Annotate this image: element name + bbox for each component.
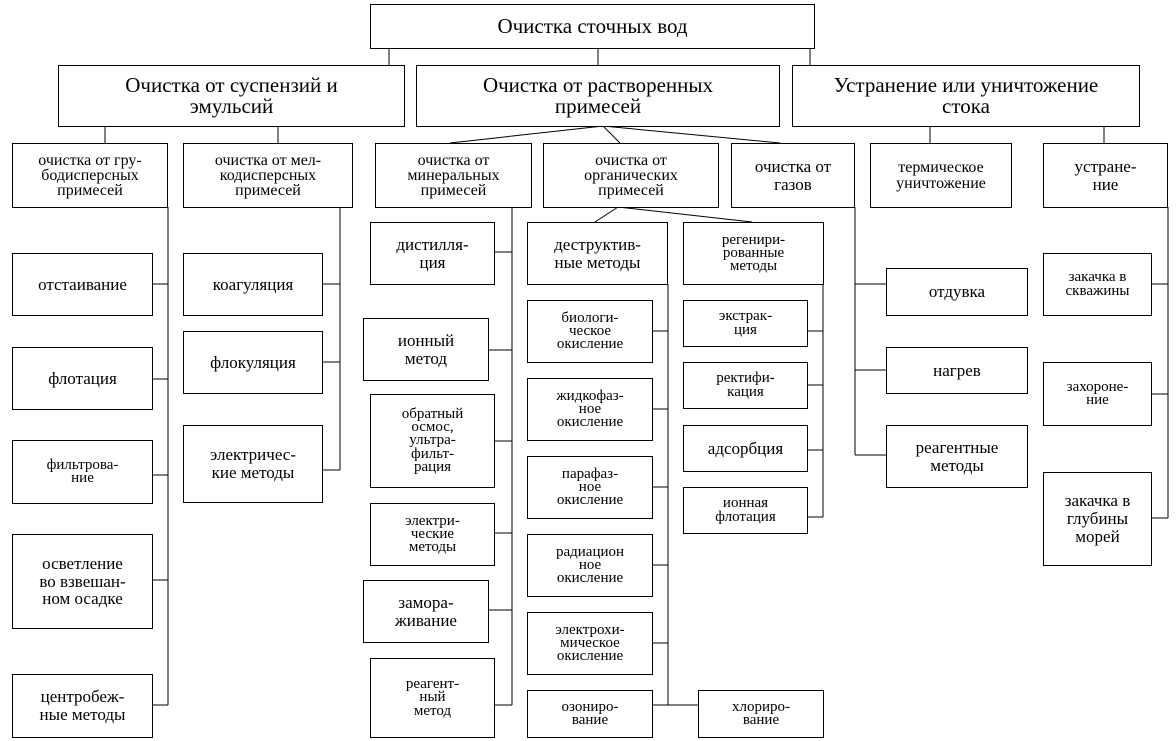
method-extraction: экстрак- ция	[683, 300, 808, 347]
subgroup-coarse: очистка от гру- бодисперсных примесей	[12, 143, 168, 208]
method-burial: захороне- ние	[1043, 362, 1152, 426]
group-dissolved: Очистка от растворенных примесей	[416, 65, 780, 127]
method-freezing: замора- живание	[363, 580, 489, 643]
method-flocculation: флокуляция	[183, 331, 323, 394]
method-chlorination: хлориро- вание	[698, 690, 824, 738]
method-stripping: отдувка	[886, 268, 1028, 316]
group-runoff: Устранение или уничтожение стока	[792, 65, 1140, 127]
root-node: Очистка сточных вод	[370, 4, 815, 49]
method-deep-sea-injection: закачка в глубины морей	[1043, 472, 1152, 566]
method-filtration: фильтрова- ние	[12, 440, 153, 504]
subgroup-organic: очистка от органических примесей	[543, 143, 719, 208]
destructive-header: деструктив- ные методы	[527, 222, 668, 285]
regenerative-header: регенири- рованные методы	[683, 222, 824, 285]
method-well-injection: закачка в скважины	[1043, 253, 1152, 316]
method-electrical-fine: электричес- кие методы	[183, 425, 323, 503]
method-heating: нагрев	[886, 347, 1028, 394]
method-reverse-osmosis: обратный осмос, ультра- фильт- рация	[370, 394, 495, 488]
method-centrifugal: центробеж- ные методы	[12, 674, 153, 738]
method-rectification: ректифи- кация	[683, 362, 808, 409]
subgroup-mineral: очистка от минеральных примесей	[375, 143, 532, 208]
method-reagent-mineral: реагент- ный метод	[370, 658, 495, 738]
subgroup-thermal: термическое уничтожение	[870, 143, 1012, 208]
method-coagulation: коагуляция	[183, 253, 323, 316]
method-vapor-phase-oxidation: парафаз- ное окисление	[527, 456, 653, 519]
group-suspensions: Очистка от суспензий и эмульсий	[58, 65, 405, 127]
subgroup-elimination: устране- ние	[1043, 143, 1168, 208]
method-distillation: дистилля- ция	[370, 222, 495, 285]
method-liquid-phase-oxidation: жидкофаз- ное окисление	[527, 378, 653, 441]
subgroup-fine: очистка от мел- кодисперсных примесей	[183, 143, 353, 208]
method-electrical-mineral: электри- ческие методы	[370, 503, 495, 566]
method-suspended-sediment-clarification: осветление во взвешан- ном осадке	[12, 534, 153, 629]
method-adsorption: адсорбция	[683, 425, 808, 472]
method-settling: отстаивание	[12, 253, 153, 316]
method-biological-oxidation: биологи- ческое окисление	[527, 300, 653, 363]
method-radiation-oxidation: радиацион ное окисление	[527, 534, 653, 597]
method-ozonation: озониро- вание	[527, 690, 653, 738]
method-ion-flotation: ионная флотация	[683, 487, 808, 534]
subgroup-gases: очистка от газов	[731, 143, 855, 208]
method-flotation: флотация	[12, 347, 153, 410]
method-reagent-gas: реагентные методы	[886, 425, 1028, 488]
method-ionic: ионный метод	[363, 318, 489, 381]
method-electrochemical-oxidation: электрохи- мическое окисление	[527, 612, 653, 675]
